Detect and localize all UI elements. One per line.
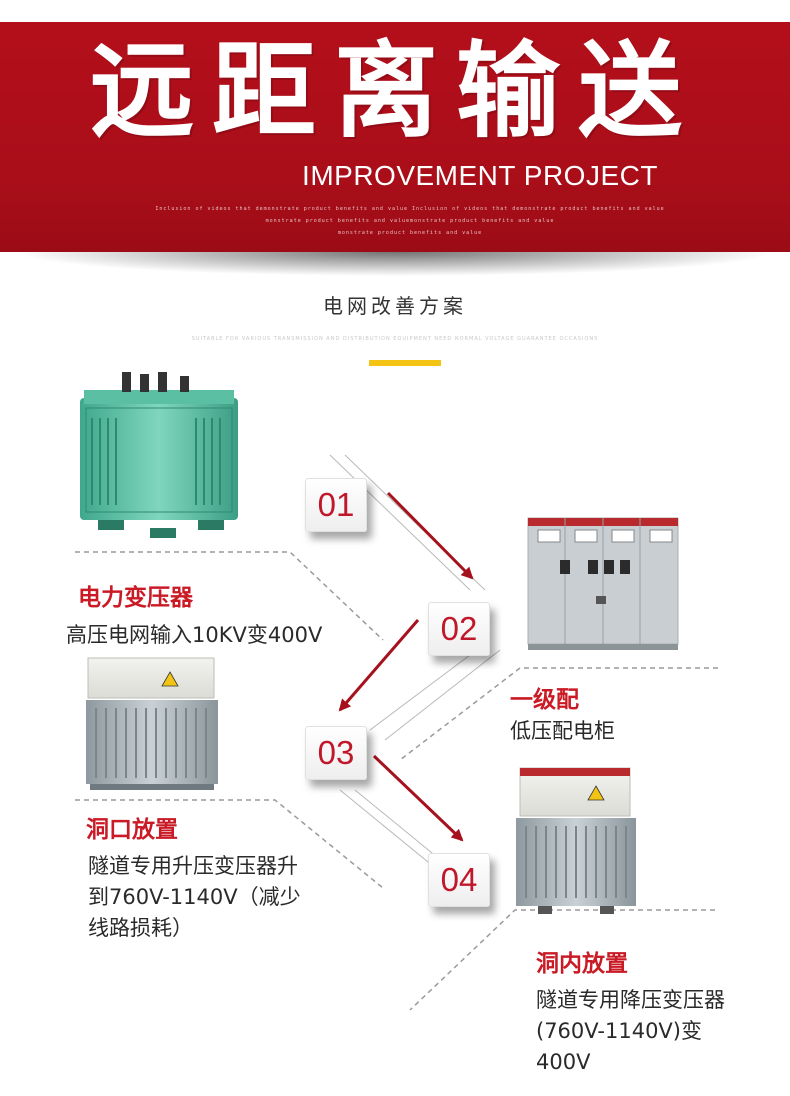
banner-shadow bbox=[0, 252, 790, 282]
dashed-callouts bbox=[75, 551, 718, 1011]
arrow-01-02 bbox=[386, 491, 474, 580]
step-2-title: 一级配 bbox=[510, 687, 579, 713]
banner-title: 远距离输送 bbox=[89, 29, 700, 152]
step-1-description: 高压电网输入10KV变400V bbox=[66, 623, 323, 647]
step-down-transformer-image bbox=[516, 767, 636, 914]
green-transformer-image bbox=[80, 372, 238, 538]
step-number-03: 03 bbox=[305, 726, 367, 780]
step-1-title: 电力变压器 bbox=[78, 585, 193, 611]
step-4-title: 洞内放置 bbox=[536, 951, 628, 977]
banner-fine-text-2: monstrate product benefits and valuemons… bbox=[265, 218, 555, 224]
title-underline-bar bbox=[369, 360, 441, 366]
arrow-03-04 bbox=[372, 754, 464, 842]
step-4-description: 隧道专用降压变压器(760V-1140V)变400V bbox=[536, 988, 725, 1074]
step-2-description: 低压配电柜 bbox=[510, 719, 615, 743]
step-3-title: 洞口放置 bbox=[86, 817, 178, 843]
banner-fine-text-3: monstrate product benefits and value bbox=[337, 230, 483, 236]
distribution-cabinet-image bbox=[527, 517, 679, 650]
hero-banner bbox=[0, 22, 790, 252]
section-title: 电网改善方案 bbox=[323, 294, 467, 318]
step-number-02: 02 bbox=[428, 602, 490, 656]
step-number-04: 04 bbox=[428, 853, 490, 907]
banner-fine-text-1: Inclusion of videos that demonstrate pro… bbox=[155, 206, 665, 212]
flow-arrows bbox=[338, 491, 474, 842]
step-3-description: 隧道专用升压变压器升到760V-1140V（减少线路损耗） bbox=[88, 854, 301, 940]
step-up-transformer-image bbox=[86, 657, 218, 790]
step-number-01: 01 bbox=[305, 478, 367, 532]
banner-subtitle: IMPROVEMENT PROJECT bbox=[302, 160, 658, 191]
section-subtitle: SUITABLE FOR VARIOUS TRANSMISSION AND DI… bbox=[191, 336, 599, 342]
arrow-02-03 bbox=[338, 619, 420, 712]
